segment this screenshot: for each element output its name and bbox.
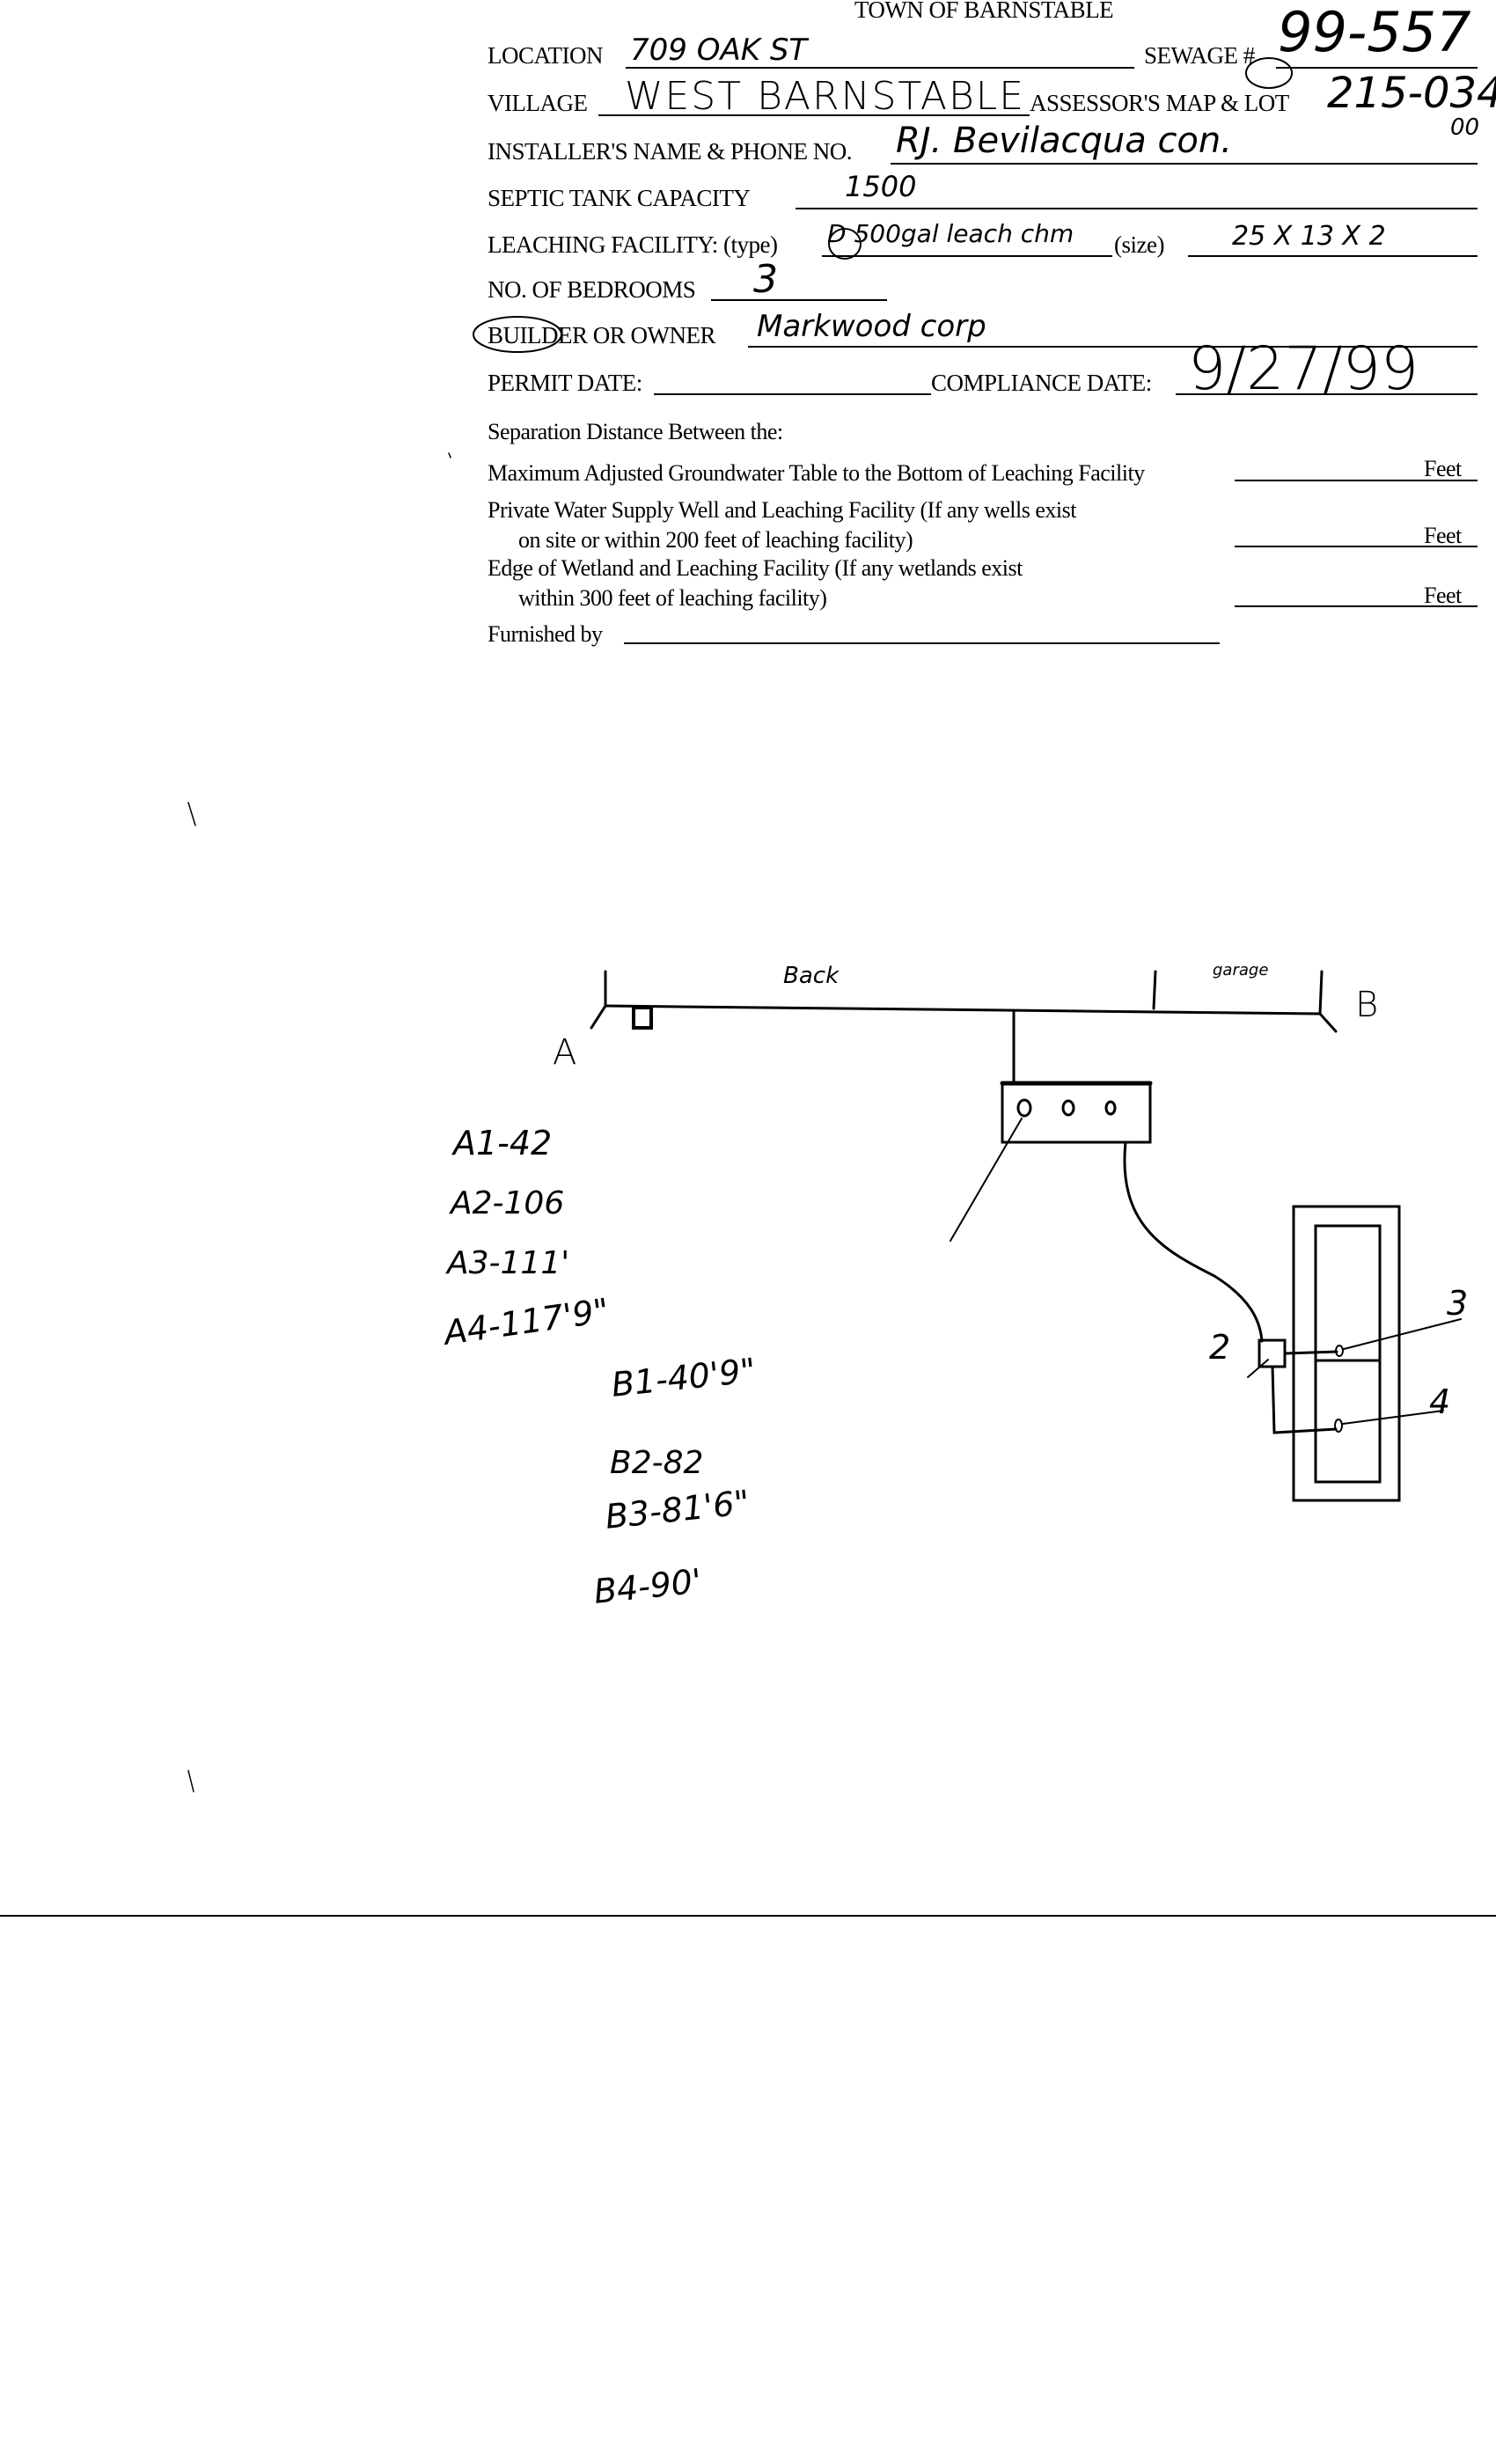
pipe-to-3 xyxy=(1283,1350,1338,1355)
port-4 xyxy=(1334,1419,1343,1433)
groundwater-line[interactable] xyxy=(1235,480,1478,481)
well-line[interactable] xyxy=(1235,546,1478,547)
distribution-box xyxy=(1001,1081,1152,1144)
junction-box-2 xyxy=(1258,1338,1287,1368)
leader-1 xyxy=(950,1118,1023,1242)
small-box-a xyxy=(632,1006,653,1030)
house-corner-b xyxy=(1318,970,1338,1033)
separation-well-cont: on site or within 200 feet of leaching f… xyxy=(518,527,913,553)
septic-value[interactable]: 1500 xyxy=(845,170,917,203)
leaching-type-value[interactable]: D 500gal leach chm xyxy=(827,219,1074,248)
form-title: TOWN OF BARNSTABLE xyxy=(854,0,1114,23)
feet-label-2: Feet xyxy=(1424,523,1462,548)
measurement-a3: A3-111' xyxy=(447,1245,570,1281)
furnished-label: Furnished by xyxy=(488,621,603,647)
leaching-type-line xyxy=(822,255,1112,257)
back-label: Back xyxy=(783,963,840,989)
house-line xyxy=(604,1004,1322,1016)
sewage-label: SEWAGE # xyxy=(1144,42,1255,69)
size-value[interactable]: 25 X 13 X 2 xyxy=(1232,221,1386,252)
village-label: VILLAGE xyxy=(488,90,588,116)
location-value[interactable]: 709 OAK ST xyxy=(630,33,808,68)
label-3: 3 xyxy=(1447,1284,1469,1323)
village-value[interactable]: WEST BARNSTABLE xyxy=(625,74,1026,119)
builder-line xyxy=(748,346,1478,348)
outlet-1 xyxy=(1016,1098,1032,1118)
size-line xyxy=(1188,255,1478,257)
wetland-line[interactable] xyxy=(1235,605,1478,607)
separation-wetland: Edge of Wetland and Leaching Facility (I… xyxy=(488,555,1023,581)
bedrooms-value[interactable]: 3 xyxy=(753,257,778,302)
map-lot-suffix: 00 xyxy=(1450,114,1480,141)
permit-date-line[interactable] xyxy=(654,393,931,395)
outlet-3 xyxy=(1104,1100,1117,1116)
measurement-a1: A1-42 xyxy=(453,1124,553,1162)
permit-date-label: PERMIT DATE: xyxy=(488,370,642,396)
port-3 xyxy=(1335,1345,1344,1357)
garage-divider xyxy=(1152,970,1157,1010)
pipe-to-4 xyxy=(1271,1365,1338,1434)
compliance-date-value[interactable]: 9/27/99 xyxy=(1188,334,1419,404)
compliance-date-label: COMPLIANCE DATE: xyxy=(931,370,1152,396)
installer-label: INSTALLER'S NAME & PHONE NO. xyxy=(488,138,852,165)
leader-4 xyxy=(1342,1410,1444,1425)
label-2: 2 xyxy=(1209,1328,1231,1367)
compliance-date-line xyxy=(1176,393,1478,395)
location-line xyxy=(626,67,1134,69)
leaching-label: LEACHING FACILITY: (type) xyxy=(488,231,778,258)
measurement-b2: B2-82 xyxy=(610,1445,704,1481)
village-line xyxy=(598,114,1030,116)
installer-line xyxy=(891,163,1478,165)
size-label: (size) xyxy=(1114,231,1164,258)
label-4: 4 xyxy=(1429,1382,1451,1421)
sewage-line xyxy=(1276,67,1478,69)
separation-well: Private Water Supply Well and Leaching F… xyxy=(488,497,1076,523)
stray-mark xyxy=(187,452,451,1793)
bedrooms-label: NO. OF BEDROOMS xyxy=(488,276,696,303)
septic-line xyxy=(796,208,1478,209)
leaching-inner xyxy=(1314,1224,1382,1484)
septic-label: SEPTIC TANK CAPACITY xyxy=(488,185,751,211)
leader-2 xyxy=(1247,1359,1269,1378)
page-divider xyxy=(0,1915,1496,1917)
location-label: LOCATION xyxy=(488,42,604,69)
builder-value[interactable]: Markwood corp xyxy=(757,309,986,344)
point-a-label: A xyxy=(553,1032,577,1073)
feet-label-1: Feet xyxy=(1424,456,1462,481)
outlet-2 xyxy=(1061,1099,1075,1117)
measurement-a2: A2-106 xyxy=(451,1185,565,1221)
installer-value[interactable]: RJ. Bevilacqua con. xyxy=(896,121,1232,161)
map-lot-value[interactable]: 215-034 xyxy=(1327,69,1496,118)
house-corner-a xyxy=(590,970,607,1030)
point-b-label: B xyxy=(1355,985,1379,1025)
garage-label: garage xyxy=(1213,961,1269,979)
separation-heading: Separation Distance Between the: xyxy=(488,419,783,444)
bedrooms-line xyxy=(711,299,887,301)
feet-label-3: Feet xyxy=(1424,583,1462,608)
furnished-line[interactable] xyxy=(624,642,1220,644)
map-lot-label: ASSESSOR'S MAP & LOT xyxy=(1030,90,1289,116)
separation-wetland-cont: within 300 feet of leaching facility) xyxy=(518,585,827,611)
separation-groundwater: Maximum Adjusted Groundwater Table to th… xyxy=(488,460,1145,486)
pipe-to-box-2 xyxy=(1123,1140,1264,1343)
leader-3 xyxy=(1343,1318,1462,1350)
sewage-value[interactable]: 99-557 xyxy=(1278,0,1471,64)
